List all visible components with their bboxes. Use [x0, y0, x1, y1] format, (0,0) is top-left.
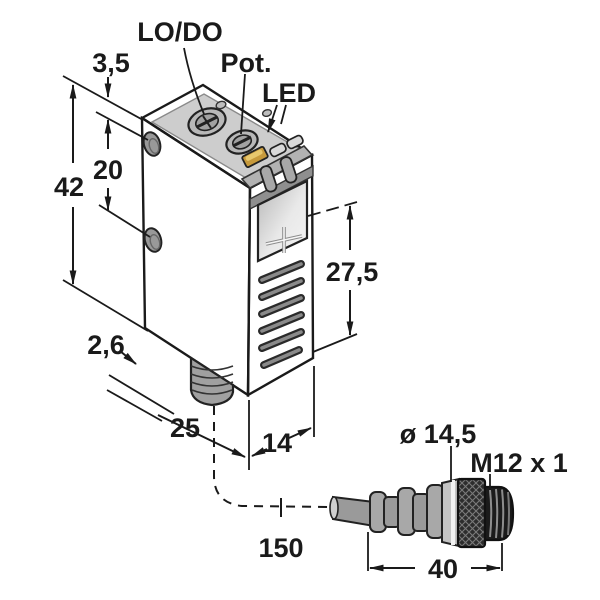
mounting-hole-top: [142, 131, 162, 157]
top-boss-round: [261, 108, 273, 118]
cable-gland: [189, 355, 235, 407]
optical-axis-crosshair: [265, 227, 303, 253]
dim-42: 42: [54, 75, 149, 332]
vent-slot: [258, 311, 305, 335]
callout-pot: Pot.: [221, 48, 272, 135]
indicator-slot-1: [269, 142, 287, 158]
sensor-housing: [139, 83, 315, 407]
dim-2-6: 2,6: [87, 330, 175, 422]
vent-slot: [258, 277, 305, 301]
front-clip-2: [279, 156, 298, 184]
callout-lo-do: LO/DO: [137, 17, 223, 115]
dim-27-5: 27,5: [307, 201, 379, 353]
potentiometer-screw: [225, 129, 259, 155]
top-boss-small: [215, 100, 227, 110]
dim-25: 25: [157, 413, 246, 458]
lens-window: [256, 179, 309, 263]
vent-slot: [258, 294, 305, 318]
vent-slot: [258, 328, 305, 352]
dim-27-5-label: 27,5: [326, 257, 379, 287]
dim-20: 20: [93, 111, 151, 238]
dim-40: 40: [367, 532, 503, 584]
cable-solid-end: [329, 495, 375, 528]
label-lo-do: LO/DO: [137, 17, 223, 47]
dim-150-label: 150: [258, 533, 303, 563]
front-clip-1: [259, 165, 278, 193]
threaded-end: [483, 485, 515, 542]
dim-25-label: 25: [170, 413, 200, 443]
m12-connector: [369, 477, 515, 549]
dim-20-label: 20: [93, 155, 123, 185]
vent-slot: [260, 346, 303, 369]
label-led: LED: [262, 78, 316, 108]
dim-14-label: 14: [262, 428, 292, 458]
dim-2-6-label: 2,6: [87, 330, 125, 360]
dim-diameter-label: ø 14,5: [400, 419, 477, 449]
vent-slot: [258, 260, 305, 284]
output-select-screw: [187, 107, 227, 137]
vent-slots: [258, 260, 305, 369]
dim-40-label: 40: [428, 554, 458, 584]
dim-42-label: 42: [54, 172, 84, 202]
dim-thread: M12 x 1: [470, 448, 568, 490]
cable: [213, 406, 375, 528]
indicator-slot-2: [286, 134, 304, 150]
label-pot: Pot.: [221, 48, 272, 78]
led-indicator: [241, 145, 269, 169]
cable-dashed-run: [213, 406, 333, 508]
dim-14: 14: [248, 366, 315, 470]
dimension-annotations: 42 20 3,5 2,6 25: [54, 17, 568, 584]
dim-thread-label: M12 x 1: [470, 448, 568, 478]
dim-3-5-label: 3,5: [92, 48, 130, 78]
callout-led: LED: [262, 78, 316, 133]
dim-diameter: ø 14,5: [400, 419, 477, 482]
dim-3-5: 3,5: [92, 48, 130, 98]
mounting-hole-bottom: [143, 227, 163, 253]
knurled-coupling-nut: [456, 477, 487, 549]
coupling-cone: [441, 477, 460, 548]
